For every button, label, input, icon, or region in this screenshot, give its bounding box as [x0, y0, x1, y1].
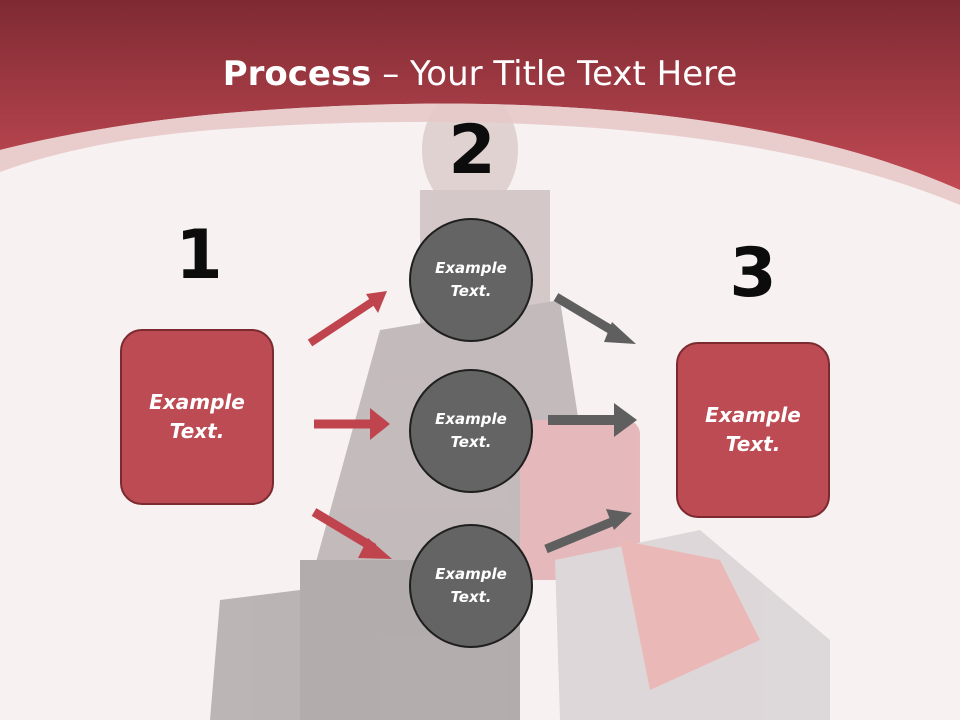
arrow-red-down: [311, 508, 392, 559]
step-3-box: Example Text.: [676, 342, 830, 518]
circle-bottom-line1: Example: [435, 565, 507, 583]
step-number-3: 3: [729, 234, 777, 313]
arrow-red-right: [314, 408, 390, 440]
arrow-gray-down: [553, 293, 636, 344]
arrow-red-up: [307, 291, 387, 347]
step-3-box-line1: Example: [705, 403, 801, 427]
step-1-box-line1: Example: [149, 390, 245, 414]
slide-title: Process – Your Title Text Here: [0, 52, 960, 96]
background-photo: [210, 88, 830, 720]
arrow-gray-up: [544, 509, 632, 554]
step-3-box-text: Example Text.: [698, 401, 808, 459]
step-number-1: 1: [175, 216, 223, 295]
arrow-gray-right: [548, 403, 637, 437]
title-rest: – Your Title Text Here: [371, 54, 738, 94]
step-3-box-line2: Text.: [725, 432, 781, 456]
circle-top-line2: Text.: [450, 282, 492, 300]
step-1-box: Example Text.: [120, 329, 274, 505]
step-number-2: 2: [448, 111, 496, 190]
header-swoosh: [0, 103, 960, 205]
step-1-box-line2: Text.: [169, 419, 225, 443]
circle-bottom-line2: Text.: [450, 588, 492, 606]
step-1-box-text: Example Text.: [142, 388, 252, 446]
circle-middle-line2: Text.: [450, 433, 492, 451]
circle-middle-line1: Example: [435, 410, 507, 428]
header-band: [0, 0, 960, 190]
title-bold: Process: [222, 54, 372, 94]
circle-top-line1: Example: [435, 259, 507, 277]
